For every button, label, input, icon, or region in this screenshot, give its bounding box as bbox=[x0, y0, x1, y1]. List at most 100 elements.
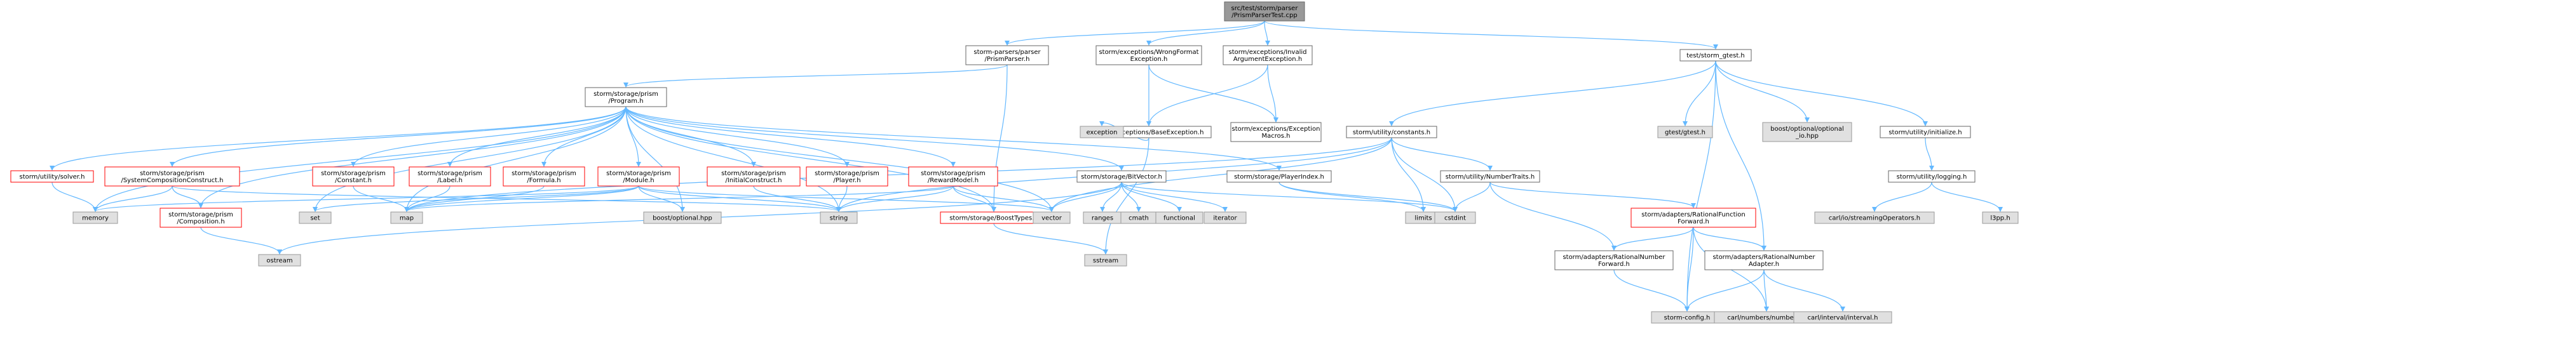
node-numbertraits[interactable]: storm/utility/NumberTraits.h bbox=[1440, 170, 1540, 183]
node-stormgtest[interactable]: test/storm_gtest.h bbox=[1679, 49, 1752, 62]
node-box-playerh bbox=[806, 166, 888, 187]
node-bitvector[interactable]: storm/storage/BitVector.h bbox=[1076, 170, 1167, 183]
node-label-gtest-line-0: gtest/gtest.h bbox=[1665, 129, 1705, 136]
node-initconstr[interactable]: storm/storage/prism/InitialConstruct.h bbox=[707, 166, 801, 187]
edge-prismparser-to-boosttypes bbox=[991, 64, 1008, 212]
node-label-moduleh-line-0: storm/storage/prism bbox=[606, 170, 671, 177]
edges-layer bbox=[50, 20, 2003, 312]
node-label-labelh-line-1: /Label.h bbox=[437, 177, 463, 184]
node-label-bitvector-line-0: storm/storage/BitVector.h bbox=[1081, 174, 1162, 181]
node-memory[interactable]: memory bbox=[72, 211, 118, 224]
node-program[interactable]: storm/storage/prism/Program.h bbox=[585, 87, 667, 107]
edge-constants-to-numbertraits bbox=[1391, 137, 1493, 171]
node-exception[interactable]: exception bbox=[1080, 126, 1124, 138]
node-label-program-line-0: storm/storage/prism bbox=[593, 91, 658, 98]
node-label-cmath-line-0: cmath bbox=[1129, 215, 1149, 222]
node-prismparser[interactable]: storm-parsers/parser/PrismParser.h bbox=[965, 45, 1049, 65]
node-label-functional-line-0: functional bbox=[1163, 215, 1195, 222]
node-label-playerh-line-0: storm/storage/prism bbox=[815, 170, 879, 177]
edge-ratnumadapter-to-carlnumbers bbox=[1763, 269, 1769, 312]
node-constants[interactable]: storm/utility/constants.h bbox=[1346, 126, 1437, 138]
node-boostoptio[interactable]: boost/optional/optional_io.hpp bbox=[1762, 122, 1852, 142]
node-label-baseexc-line-0: storm/exceptions/BaseException.h bbox=[1094, 129, 1204, 136]
edge-logging-to-carlstreaming bbox=[1872, 182, 1932, 212]
edge-moduleh-to-boostoptional bbox=[638, 185, 685, 212]
edge-root-to-stormgtest bbox=[1264, 20, 1718, 50]
edge-program-to-syscomp bbox=[170, 106, 627, 167]
node-box-cstdint bbox=[1434, 211, 1476, 224]
node-label-root-line-0: src/test/storm/parser bbox=[1231, 5, 1299, 12]
edge-prismparser-to-program bbox=[623, 64, 1008, 88]
node-box-ratnumfwd bbox=[1554, 250, 1674, 270]
node-constanth[interactable]: storm/storage/prism/Constant.h bbox=[312, 166, 395, 187]
edge-program-to-solverh bbox=[50, 106, 627, 171]
node-box-bitvector bbox=[1076, 170, 1167, 183]
edge-boosttypes-to-sstream bbox=[993, 223, 1108, 255]
node-playerindex[interactable]: storm/storage/PlayerIndex.h bbox=[1226, 170, 1332, 183]
node-label-iterator-line-0: iterator bbox=[1213, 215, 1237, 222]
node-rewardmodel[interactable]: storm/storage/prism/RewardModel.h bbox=[908, 166, 998, 187]
node-sstream[interactable]: sstream bbox=[1084, 254, 1127, 267]
node-set[interactable]: set bbox=[299, 211, 332, 224]
node-label-ratfuncfwd-line-0: storm/adapters/RationalFunction bbox=[1641, 211, 1745, 218]
node-carlstreaming[interactable]: carl/io/streamingOperators.h bbox=[1814, 211, 1935, 224]
node-label-constants-line-0: storm/utility/constants.h bbox=[1353, 129, 1430, 136]
node-invalidarg[interactable]: storm/exceptions/InvalidArgumentExceptio… bbox=[1223, 45, 1313, 65]
node-boosttypes[interactable]: storm/storage/BoostTypes.h bbox=[940, 211, 1048, 224]
node-label-ostream-line-0: ostream bbox=[266, 258, 292, 265]
node-box-logging bbox=[1888, 170, 1976, 183]
node-box-boostoptio bbox=[1762, 122, 1852, 142]
edge-program-to-composition bbox=[198, 106, 627, 208]
node-syscomp[interactable]: storm/storage/prism/SystemCompositionCon… bbox=[104, 166, 240, 187]
edge-program-to-vector bbox=[625, 106, 1054, 212]
node-box-initialize bbox=[1880, 126, 1971, 138]
node-composition[interactable]: storm/storage/prism/Composition.h bbox=[159, 208, 242, 228]
node-box-carlinterval bbox=[1793, 311, 1892, 324]
node-logging[interactable]: storm/utility/logging.h bbox=[1888, 170, 1976, 183]
node-cstdint[interactable]: cstdint bbox=[1434, 211, 1476, 224]
node-label-excmacros-line-1: Macros.h bbox=[1262, 133, 1291, 140]
edge-stormgtest-to-stormconfig bbox=[1685, 60, 1716, 312]
edge-solverh-to-memory bbox=[51, 182, 98, 212]
node-map[interactable]: map bbox=[390, 211, 423, 224]
node-label-limits-line-0: limits bbox=[1414, 215, 1432, 222]
node-solverh[interactable]: storm/utility/solver.h bbox=[10, 170, 94, 183]
node-functional[interactable]: functional bbox=[1155, 211, 1203, 224]
node-cmath[interactable]: cmath bbox=[1120, 211, 1157, 224]
edge-program-to-formulah bbox=[541, 106, 627, 167]
node-vector[interactable]: vector bbox=[1033, 211, 1071, 224]
node-iterator[interactable]: iterator bbox=[1203, 211, 1247, 224]
edge-syscomp-to-composition bbox=[172, 185, 203, 208]
node-label-composition-line-1: /Composition.h bbox=[177, 218, 224, 225]
node-l3pp[interactable]: l3pp.h bbox=[1982, 211, 2019, 224]
node-ranges[interactable]: ranges bbox=[1083, 211, 1122, 224]
node-ostream[interactable]: ostream bbox=[258, 254, 301, 267]
node-stormconfig[interactable]: storm-config.h bbox=[1651, 311, 1723, 324]
node-label-logging-line-0: storm/utility/logging.h bbox=[1897, 174, 1967, 181]
node-labelh[interactable]: storm/storage/prism/Label.h bbox=[409, 166, 491, 187]
node-label-sstream-line-0: sstream bbox=[1093, 258, 1118, 265]
node-label-stormgtest-line-0: test/storm_gtest.h bbox=[1686, 53, 1745, 60]
node-root[interactable]: src/test/storm/parser/PrismParserTest.cp… bbox=[1224, 1, 1305, 22]
node-label-exception-line-0: exception bbox=[1087, 129, 1118, 136]
edge-program-to-string bbox=[625, 106, 841, 212]
node-label-carlinterval-line-0: carl/interval/interval.h bbox=[1807, 315, 1878, 322]
node-gtest[interactable]: gtest/gtest.h bbox=[1657, 126, 1713, 138]
node-carlinterval[interactable]: carl/interval/interval.h bbox=[1793, 311, 1892, 324]
node-boostoptional[interactable]: boost/optional.hpp bbox=[643, 211, 722, 224]
node-playerh[interactable]: storm/storage/prism/Player.h bbox=[806, 166, 888, 187]
node-initialize[interactable]: storm/utility/initialize.h bbox=[1880, 126, 1971, 138]
node-moduleh[interactable]: storm/storage/prism/Module.h bbox=[597, 166, 680, 187]
node-label-carlstreaming-line-0: carl/io/streamingOperators.h bbox=[1829, 215, 1920, 222]
edge-program-to-set bbox=[313, 106, 627, 212]
node-string[interactable]: string bbox=[820, 211, 858, 224]
edge-program-to-constanth bbox=[351, 106, 627, 167]
edge-stormgtest-to-gtest bbox=[1683, 60, 1716, 126]
node-formulah[interactable]: storm/storage/prism/Formula.h bbox=[503, 166, 585, 187]
nodes-layer: src/test/storm/parser/PrismParserTest.cp… bbox=[10, 1, 2019, 324]
